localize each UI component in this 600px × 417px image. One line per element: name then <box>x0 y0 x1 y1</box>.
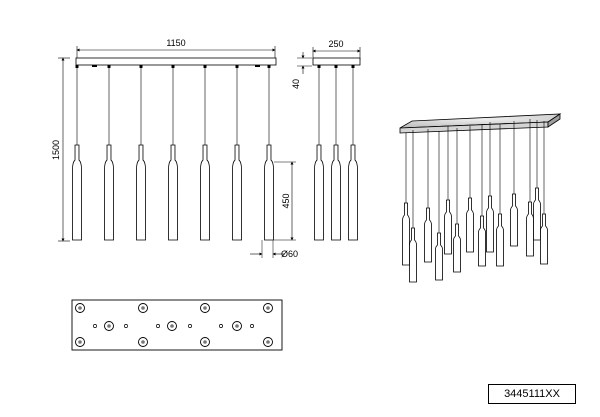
hole-center <box>203 306 207 310</box>
screw-hole <box>188 324 192 328</box>
screw-hole <box>124 324 128 328</box>
iso-pendant <box>478 124 486 267</box>
iso-pendant <box>533 120 541 241</box>
iso-pendant <box>486 122 494 253</box>
hole-center <box>141 340 145 344</box>
canopy-drop-label: 40 <box>291 79 301 89</box>
front-pendant <box>168 68 178 241</box>
iso-pendant <box>453 128 461 273</box>
iso-pendant <box>526 119 534 257</box>
ceiling-hook <box>235 65 239 68</box>
canopy-drop-dimension: 40 <box>291 52 312 89</box>
hole-center <box>266 340 270 344</box>
iso-pendant <box>540 121 548 265</box>
mount-clip <box>92 65 97 67</box>
hole-center <box>107 324 111 328</box>
ceiling-hook <box>139 65 143 68</box>
side-pendant <box>348 68 358 241</box>
front-pendant <box>264 68 274 241</box>
height-dimension: 1500 <box>51 57 70 242</box>
side-pendant <box>314 68 324 241</box>
side-view: 250 40 <box>291 39 361 241</box>
screw-hole <box>156 324 160 328</box>
iso-pendant <box>409 130 417 283</box>
ceiling-hook <box>267 65 271 68</box>
canopy-bar <box>75 57 277 66</box>
screw-hole <box>93 324 97 328</box>
ceiling-hook <box>351 65 355 68</box>
depth-dimension: 250 <box>312 39 361 60</box>
iso-pendant <box>444 126 452 255</box>
iso-canopy-side <box>547 113 561 128</box>
ceiling-hook <box>107 65 111 68</box>
iso-pendant <box>466 126 474 253</box>
side-pendant <box>331 68 341 241</box>
iso-pendant <box>402 133 410 266</box>
width-dimension: 1150 <box>76 38 276 60</box>
iso-pendant <box>496 124 504 267</box>
plate-holes <box>75 303 273 347</box>
product-code: 3445111XX <box>488 384 576 404</box>
iso-pendant <box>435 131 443 281</box>
height-label: 1500 <box>51 140 61 160</box>
hole-center <box>78 306 82 310</box>
front-pendants <box>72 65 274 241</box>
ceiling-hook <box>171 65 175 68</box>
ceiling-hook <box>334 65 338 68</box>
hole-center <box>203 340 207 344</box>
ceiling-hook <box>203 65 207 68</box>
iso-pendant <box>424 129 432 263</box>
front-pendant <box>72 68 82 241</box>
front-pendant <box>232 68 242 241</box>
iso-pendant <box>510 121 518 247</box>
depth-label: 250 <box>328 39 343 49</box>
mount-clip <box>255 65 260 67</box>
hole-center <box>78 340 82 344</box>
screw-hole <box>219 324 223 328</box>
front-pendant <box>136 68 146 241</box>
front-view: 1150 1500 450 Ø60 <box>51 38 298 259</box>
front-pendant <box>104 68 114 241</box>
shade-length-label: 450 <box>281 193 291 208</box>
diameter-dimension: Ø60 <box>250 240 298 259</box>
screw-hole <box>250 324 254 328</box>
front-pendant <box>200 68 210 241</box>
hole-center <box>170 324 174 328</box>
hole-center <box>235 324 239 328</box>
shade-length-dimension: 450 <box>274 161 296 241</box>
ceiling-hook <box>75 65 79 68</box>
diameter-label: Ø60 <box>281 249 298 259</box>
hole-center <box>141 306 145 310</box>
bottom-view <box>71 299 283 351</box>
isometric-view <box>399 113 562 283</box>
hole-center <box>266 306 270 310</box>
iso-pendants <box>402 119 548 283</box>
ceiling-hook <box>317 65 321 68</box>
side-canopy <box>312 57 361 66</box>
side-pendants <box>314 65 358 241</box>
width-label: 1150 <box>166 38 185 48</box>
